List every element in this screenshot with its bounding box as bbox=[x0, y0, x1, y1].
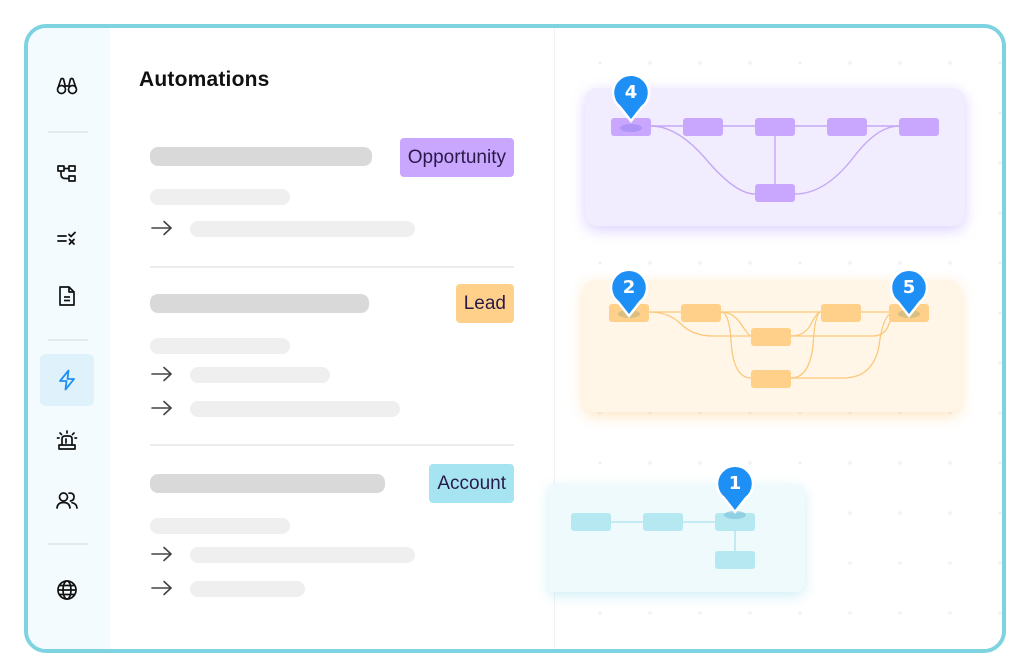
globe-icon bbox=[57, 580, 77, 600]
map-pin-icon bbox=[611, 73, 651, 124]
arrow-right-icon bbox=[151, 220, 172, 236]
arrow-right-icon bbox=[151, 580, 172, 596]
sidebar bbox=[28, 28, 110, 649]
automation-item[interactable]: Opportunity bbox=[150, 135, 514, 245]
sidebar-separator bbox=[48, 339, 88, 341]
automation-subtitle-placeholder bbox=[150, 518, 290, 534]
checklist-icon bbox=[57, 231, 76, 245]
automation-item[interactable]: Account bbox=[150, 458, 514, 608]
sidebar-separator bbox=[48, 543, 88, 545]
step-pin[interactable]: 4 bbox=[611, 73, 651, 124]
flow-node bbox=[821, 304, 861, 322]
account-flow[interactable]: 1 bbox=[549, 464, 805, 592]
flow-node bbox=[715, 551, 755, 569]
workflow-tree-icon bbox=[57, 165, 76, 182]
sidebar-item-explore[interactable] bbox=[40, 60, 94, 112]
automation-title-placeholder bbox=[150, 474, 385, 493]
users-icon bbox=[56, 492, 78, 509]
account-flow-diagram bbox=[571, 511, 755, 569]
automation-title-placeholder bbox=[150, 294, 369, 313]
map-pin-icon bbox=[715, 464, 755, 515]
action-placeholder bbox=[190, 367, 330, 383]
flow-node bbox=[751, 328, 791, 346]
opportunity-flow[interactable]: 4 bbox=[585, 73, 965, 226]
sidebar-item-users[interactable] bbox=[40, 474, 94, 526]
page-title: Automations bbox=[139, 68, 270, 91]
object-tag-opportunity[interactable]: Opportunity bbox=[399, 138, 514, 177]
pin-number: 4 bbox=[624, 81, 638, 103]
flow-node bbox=[899, 118, 939, 136]
flow-node bbox=[827, 118, 867, 136]
workflow-canvas[interactable]: 4 bbox=[549, 28, 1002, 649]
step-pin[interactable]: 1 bbox=[715, 464, 755, 515]
lead-flow[interactable]: 2 5 bbox=[583, 268, 961, 412]
document-icon bbox=[59, 286, 75, 306]
panel-divider bbox=[554, 28, 555, 649]
object-tag-lead[interactable]: Lead bbox=[455, 284, 514, 323]
pin-number: 5 bbox=[902, 276, 916, 298]
app-window: Automations Opportunity Lead Account bbox=[24, 24, 1006, 653]
map-pin-icon bbox=[889, 268, 929, 319]
pin-number: 1 bbox=[728, 472, 742, 494]
flow-node bbox=[571, 513, 611, 531]
arrow-right-icon bbox=[151, 400, 172, 416]
sidebar-item-rules[interactable] bbox=[40, 212, 94, 264]
divider bbox=[150, 266, 514, 268]
flow-node bbox=[755, 118, 795, 136]
flow-node bbox=[643, 513, 683, 531]
action-placeholder bbox=[190, 547, 415, 563]
sidebar-separator bbox=[48, 131, 88, 133]
sidebar-item-global[interactable] bbox=[40, 564, 94, 616]
sidebar-item-automations[interactable] bbox=[40, 354, 94, 406]
action-placeholder bbox=[190, 221, 415, 237]
step-pin[interactable]: 2 bbox=[609, 268, 649, 319]
lightning-icon bbox=[59, 369, 75, 391]
object-tag-account[interactable]: Account bbox=[429, 464, 514, 503]
flow-node bbox=[683, 118, 723, 136]
arrow-right-icon bbox=[151, 546, 172, 562]
automation-subtitle-placeholder bbox=[150, 189, 290, 205]
automation-item[interactable]: Lead bbox=[150, 280, 514, 420]
flow-node bbox=[751, 370, 791, 388]
action-placeholder bbox=[190, 581, 305, 597]
lead-flow-diagram bbox=[609, 304, 929, 388]
flow-node bbox=[681, 304, 721, 322]
arrow-right-icon bbox=[151, 366, 172, 382]
sidebar-item-alerts[interactable] bbox=[40, 414, 94, 466]
automations-list-panel: Automations Opportunity Lead Account bbox=[110, 28, 554, 649]
pin-number: 2 bbox=[622, 276, 636, 298]
automation-title-placeholder bbox=[150, 147, 372, 166]
map-pin-icon bbox=[609, 268, 649, 319]
opportunity-flow-diagram bbox=[611, 118, 939, 202]
siren-icon bbox=[56, 430, 78, 450]
step-pin[interactable]: 5 bbox=[889, 268, 929, 319]
flow-node bbox=[715, 513, 755, 531]
divider bbox=[150, 444, 514, 446]
binoculars-icon bbox=[56, 77, 78, 95]
sidebar-item-workflows[interactable] bbox=[40, 148, 94, 200]
sidebar-item-documents[interactable] bbox=[40, 270, 94, 322]
flow-node bbox=[755, 184, 795, 202]
automation-subtitle-placeholder bbox=[150, 338, 290, 354]
action-placeholder bbox=[190, 401, 400, 417]
